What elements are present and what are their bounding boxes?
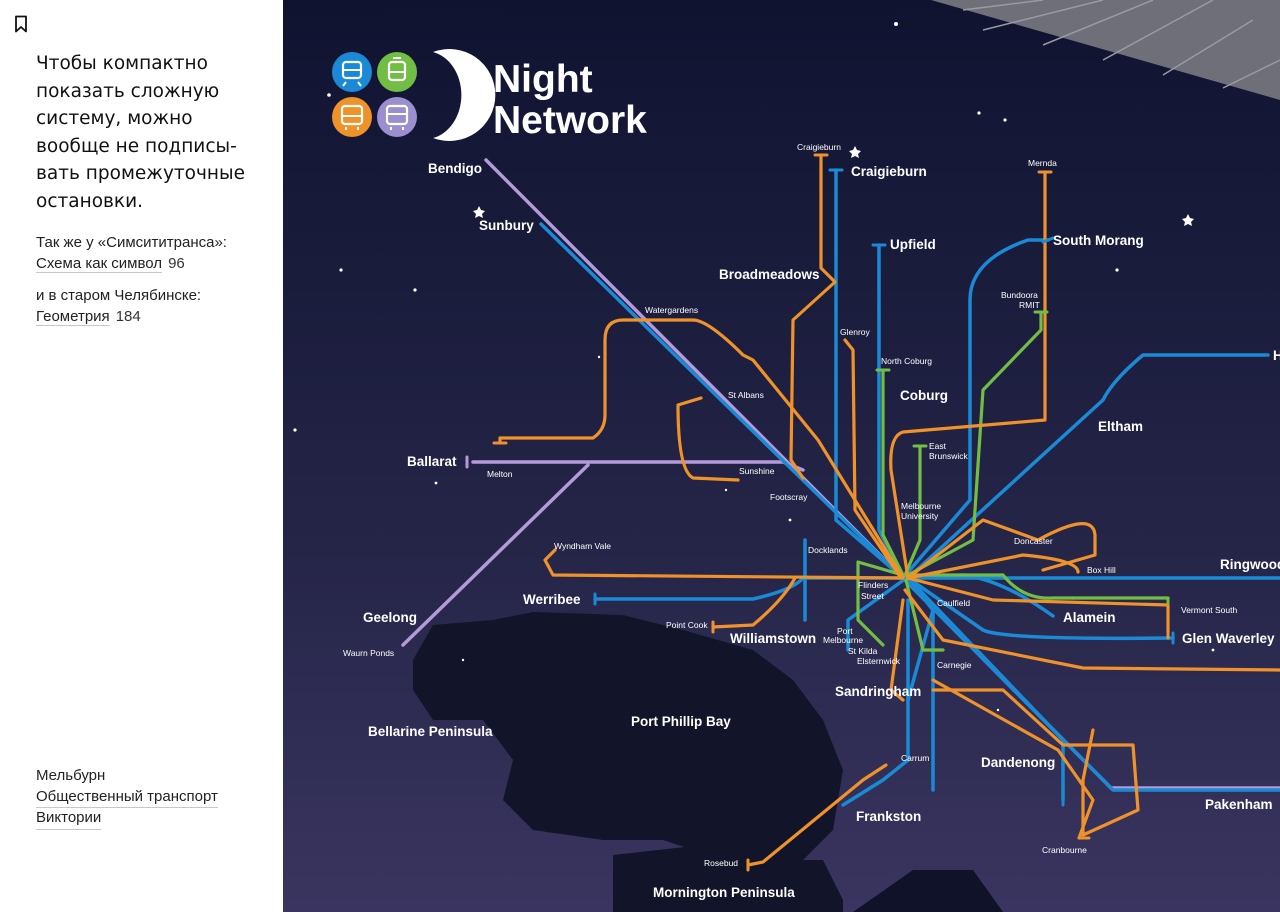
- terminal-bars: [465, 153, 1175, 872]
- station-waurn-ponds[interactable]: Waurn Ponds: [343, 648, 394, 658]
- note-simcity-prefix: Так же у «Симсититранса»:: [36, 234, 227, 251]
- station-docklands[interactable]: Docklands: [808, 545, 848, 555]
- link-scheme-as-symbol[interactable]: Схема как символ: [36, 255, 163, 273]
- station-sandringham[interactable]: Sandringham: [835, 684, 921, 699]
- station-wyndham-vale[interactable]: Wyndham Vale: [554, 541, 611, 551]
- coach-icon: [377, 97, 417, 137]
- station-melton[interactable]: Melton: [487, 469, 513, 479]
- station-craigieburn[interactable]: Craigieburn: [851, 164, 927, 179]
- region-mornington: Mornington Peninsula: [653, 885, 795, 900]
- land-mornington: [613, 845, 843, 912]
- link-public-transport[interactable]: Общественный транспорт: [36, 787, 218, 808]
- station-frankston[interactable]: Frankston: [856, 809, 921, 824]
- station-melbourne-university-2[interactable]: University: [901, 511, 939, 521]
- station-north-coburg[interactable]: North Coburg: [881, 356, 932, 366]
- region-port-phillip: Port Phillip Bay: [631, 714, 731, 729]
- station-dandenong[interactable]: Dandenong: [981, 755, 1055, 770]
- station-melbourne-university[interactable]: Melbourne: [901, 501, 941, 511]
- station-watergardens[interactable]: Watergardens: [645, 305, 698, 315]
- station-south-morang[interactable]: South Morang: [1053, 233, 1144, 248]
- bookmark-icon[interactable]: [14, 15, 28, 33]
- note-chelyabinsk: и в старом Челябинске: Геометрия 184: [36, 285, 276, 327]
- station-werribee[interactable]: Werribee: [523, 592, 581, 607]
- station-caulfield[interactable]: Caulfield: [937, 598, 970, 608]
- station-ringwood[interactable]: Ringwood: [1220, 557, 1280, 572]
- station-east-brunswick[interactable]: East: [929, 441, 947, 451]
- station-doncaster[interactable]: Doncaster: [1014, 536, 1053, 546]
- station-sunshine[interactable]: Sunshine: [739, 466, 775, 476]
- note-chelyabinsk-prefix: и в старом Челябинске:: [36, 287, 202, 304]
- station-mernda[interactable]: Mernda: [1028, 158, 1057, 168]
- tram-icon: [377, 52, 417, 92]
- page-number: 96: [168, 255, 185, 272]
- sidebar: Чтобы компактно показать сложную систему…: [0, 0, 283, 912]
- station-cranbourne[interactable]: Cranbourne: [1042, 845, 1087, 855]
- corner-texture: [931, 0, 1280, 100]
- station-st-albans[interactable]: St Albans: [728, 390, 764, 400]
- station-carnegie[interactable]: Carnegie: [937, 660, 972, 670]
- station-point-cook[interactable]: Point Cook: [666, 620, 708, 630]
- port-phillip-bay: [413, 612, 843, 860]
- caption: Мельбурн Общественный транспорт Виктории: [36, 766, 266, 830]
- note-simcity: Так же у «Симсититранса»: Схема как симв…: [36, 232, 276, 274]
- station-geelong[interactable]: Geelong: [363, 610, 417, 625]
- station-alamein[interactable]: Alamein: [1063, 610, 1116, 625]
- bus-icon: [332, 97, 372, 137]
- station-st-kilda[interactable]: St Kilda: [848, 646, 878, 656]
- station-bendigo[interactable]: Bendigo: [428, 161, 482, 176]
- tram-lines: [856, 310, 1170, 652]
- map-canvas: Night Network Bellarine Peninsula Port P…: [283, 0, 1280, 912]
- land-south: [853, 870, 1003, 912]
- station-footscray[interactable]: Footscray: [770, 492, 808, 502]
- night-network-map: Night Network Bellarine Peninsula Port P…: [283, 0, 1280, 912]
- station-glenroy[interactable]: Glenroy: [840, 327, 871, 337]
- station-rosebud[interactable]: Rosebud: [704, 858, 738, 868]
- station-port-melbourne-2[interactable]: Melbourne: [823, 635, 863, 645]
- station-edge-label: H: [1273, 348, 1280, 363]
- station-vermont-south[interactable]: Vermont South: [1181, 605, 1238, 615]
- bus-lines: [498, 153, 1280, 867]
- station-sunbury[interactable]: Sunbury: [479, 218, 534, 233]
- station-broadmeadows[interactable]: Broadmeadows: [719, 267, 820, 282]
- station-coburg[interactable]: Coburg: [900, 388, 948, 403]
- station-ballarat[interactable]: Ballarat: [407, 454, 457, 469]
- station-port-melbourne[interactable]: Port: [837, 626, 853, 636]
- station-east-brunswick-2[interactable]: Brunswick: [929, 451, 968, 461]
- station-upfield[interactable]: Upfield: [890, 237, 936, 252]
- station-eltham[interactable]: Eltham: [1098, 419, 1143, 434]
- station-pakenham[interactable]: Pakenham: [1205, 797, 1273, 812]
- link-geometry[interactable]: Геометрия: [36, 308, 110, 326]
- stars: [293, 22, 1215, 712]
- map-title-line2: Network: [493, 99, 647, 142]
- mode-legend: [332, 49, 496, 141]
- moon-icon: [433, 49, 496, 141]
- station-flinders-street[interactable]: Flinders: [858, 580, 888, 590]
- map-title-line1: Night: [493, 58, 593, 101]
- station-glen-waverley[interactable]: Glen Waverley: [1182, 631, 1275, 646]
- link-victoria[interactable]: Виктории: [36, 808, 102, 830]
- lead-text: Чтобы компактно показать сложную систему…: [36, 53, 246, 212]
- station-box-hill[interactable]: Box Hill: [1087, 565, 1116, 575]
- station-carrum[interactable]: Carrum: [901, 753, 929, 763]
- caption-city: Мельбурн: [36, 767, 106, 784]
- station-craigieburn-bus[interactable]: Craigieburn: [797, 142, 841, 152]
- region-bellarine: Bellarine Peninsula: [368, 724, 493, 739]
- station-rmit[interactable]: RMIT: [1019, 300, 1040, 310]
- station-williamstown[interactable]: Williamstown: [730, 631, 816, 646]
- station-flinders-street-2[interactable]: Street: [861, 591, 884, 601]
- page-number: 184: [115, 308, 141, 325]
- station-bundoora[interactable]: Bundoora: [1001, 290, 1038, 300]
- station-elsternwick[interactable]: Elsternwick: [857, 656, 901, 666]
- train-icon: [332, 52, 372, 92]
